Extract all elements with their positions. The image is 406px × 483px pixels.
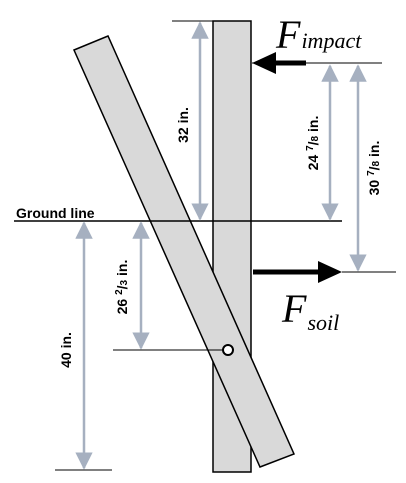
dimension-24-label: 24 7/8 in. <box>305 116 321 171</box>
dimension-30-label: 30 7/8 in. <box>366 141 382 196</box>
inclined-post <box>73 35 296 468</box>
dimension-32-label: 32 in. <box>175 107 191 143</box>
impact-force-arrowhead <box>252 52 276 74</box>
dimension-26-label: 26 2/3 in. <box>114 260 130 315</box>
impact-force-label: Fimpact <box>275 12 362 57</box>
soil-force-arrowhead <box>318 261 342 283</box>
pivot-point <box>222 344 234 356</box>
soil-force-label: Fsoil <box>281 286 339 335</box>
ground-line-label: Ground line <box>16 205 95 221</box>
dimension-40-label: 40 in. <box>58 332 74 368</box>
